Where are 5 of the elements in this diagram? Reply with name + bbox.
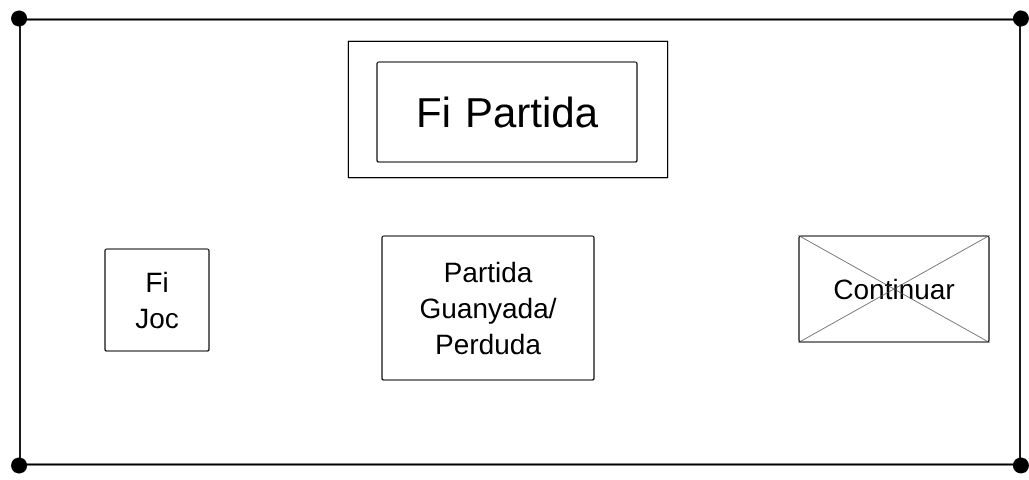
frame — [19, 18, 1021, 466]
text-box: Partida Guanyada/ Perduda — [381, 235, 595, 381]
text-box: Fi Joc — [104, 248, 210, 352]
title-box: Fi Partida — [347, 40, 669, 179]
crossed-box: Continuar — [798, 235, 990, 343]
